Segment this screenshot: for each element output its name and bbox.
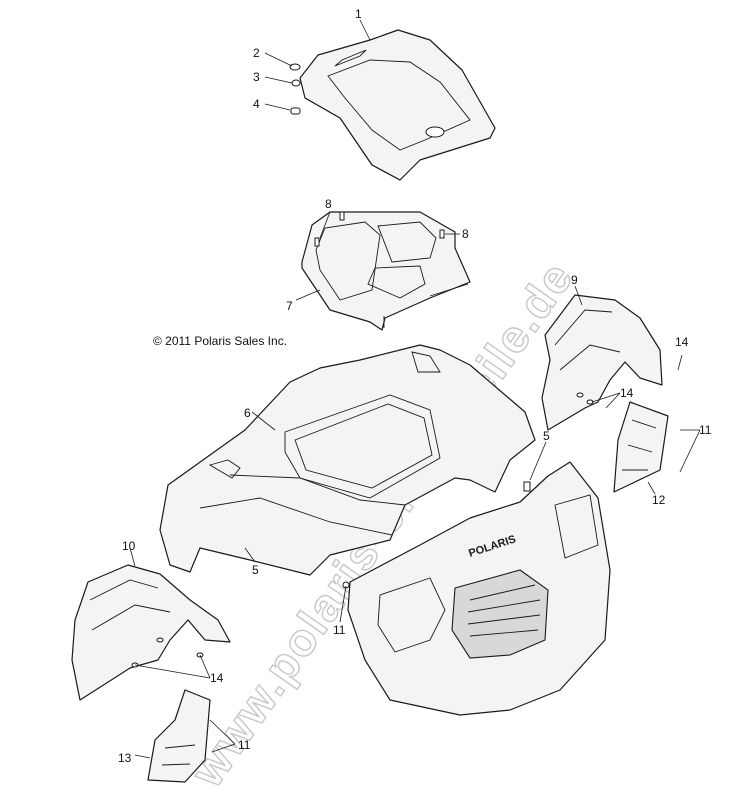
callout-14a: 14 bbox=[675, 335, 689, 349]
part-10-left-fender bbox=[71, 564, 231, 701]
callout-10: 10 bbox=[122, 539, 136, 553]
part-9-right-fender bbox=[541, 294, 663, 431]
part-7-storage-tray bbox=[301, 211, 471, 331]
callout-6: 6 bbox=[244, 406, 251, 420]
callout-11c: 11 bbox=[238, 738, 251, 752]
front-grille-bumper: POLARIS bbox=[342, 461, 611, 716]
part-1-hood-cover bbox=[299, 29, 496, 181]
hardware-fasteners-2-4 bbox=[289, 63, 301, 115]
callout-1: 1 bbox=[355, 7, 362, 21]
callouts: 1 2 3 4 8 8 7 6 9 14 14 5 11 12 10 5 11 … bbox=[118, 7, 712, 765]
callout-5a: 5 bbox=[543, 429, 550, 443]
callout-11b: 11 bbox=[333, 623, 346, 637]
copyright-text: © 2011 Polaris Sales Inc. bbox=[153, 334, 287, 348]
callout-4: 4 bbox=[253, 97, 260, 111]
part-12-right-mudflap bbox=[613, 401, 669, 493]
callout-2: 2 bbox=[253, 46, 260, 60]
callout-12: 12 bbox=[652, 493, 666, 507]
callout-9: 9 bbox=[571, 273, 578, 287]
part-6-hood-body bbox=[159, 344, 536, 576]
callout-14c: 14 bbox=[210, 671, 224, 685]
callout-5b: 5 bbox=[252, 563, 259, 577]
callout-7: 7 bbox=[286, 299, 293, 313]
callout-3: 3 bbox=[253, 70, 260, 84]
part-13-left-mudflap bbox=[147, 689, 211, 783]
callout-14b: 14 bbox=[620, 386, 634, 400]
callout-8a: 8 bbox=[325, 197, 332, 211]
callout-11a: 11 bbox=[699, 423, 712, 437]
leader-lines bbox=[129, 19, 701, 759]
callout-8b: 8 bbox=[462, 227, 469, 241]
callout-13: 13 bbox=[118, 751, 132, 765]
